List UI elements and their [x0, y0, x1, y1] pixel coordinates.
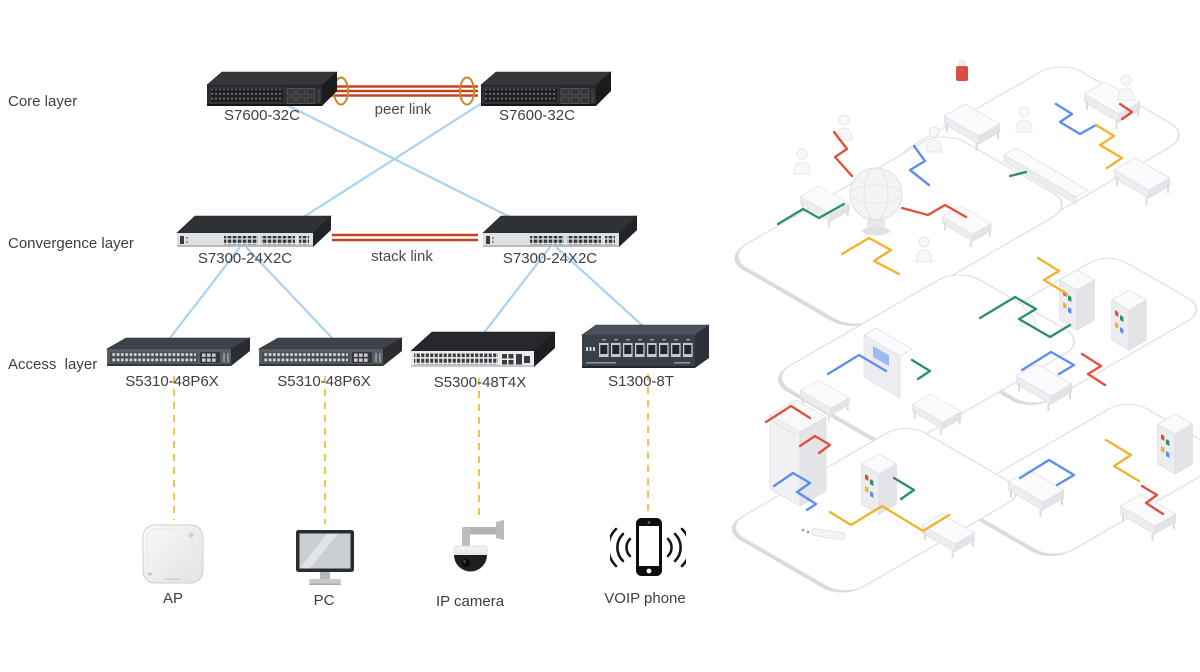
network-cable [1118, 102, 1134, 121]
access-switch-4 [578, 322, 713, 374]
stack-link-label: stack link [371, 248, 433, 265]
endpoint-ap [133, 520, 213, 590]
network-cable [826, 353, 888, 376]
counter-icon [1003, 154, 1077, 205]
network-cable [828, 504, 951, 533]
core-switch-2 [472, 68, 612, 112]
stack-link-lines [332, 233, 478, 242]
network-cable [908, 144, 931, 187]
network-cable [798, 434, 832, 455]
access-switch-1-label: S5310-48P6X [125, 373, 219, 390]
floor-plate [734, 136, 1063, 326]
access-switch-3 [407, 330, 557, 374]
network-cable [772, 471, 818, 512]
endpoint-drop-lines [173, 374, 649, 524]
red-extinguisher-icon [956, 59, 968, 81]
rack-switch-icon [103, 336, 253, 372]
access-switch-4-label: S1300-8T [608, 373, 674, 390]
access-switch-2-label: S5310-48P6X [277, 373, 371, 390]
globe-icon [849, 167, 903, 236]
rack-switch-icon [478, 212, 638, 252]
convergence-switch-1-label: S7300-24X2C [197, 250, 293, 267]
core-switch-2-label: S7600-32C [499, 107, 575, 124]
rack-switch-icon [172, 212, 332, 252]
network-cable [978, 295, 1072, 339]
network-cable [776, 202, 846, 226]
endpoint-pc-label: PC [313, 592, 335, 609]
desktop-switch-icon [578, 322, 713, 374]
network-cable [1054, 102, 1098, 136]
endpoint-ap-label: AP [162, 590, 184, 607]
layer-label-core: Core layer [8, 93, 78, 110]
person-icon [1117, 74, 1135, 101]
network-cable [1008, 170, 1028, 178]
dome-camera-icon [440, 518, 512, 590]
network-cable [1140, 484, 1165, 516]
person-icon [793, 148, 811, 175]
rack-switch-icon [198, 68, 338, 112]
access-switch-3-label: S5300-48T4X [433, 374, 527, 391]
access-switch-1 [103, 336, 253, 372]
endpoint-voip-phone [610, 512, 686, 588]
network-cable [1018, 458, 1076, 487]
network-cable [892, 476, 916, 501]
access-switch-2 [255, 336, 405, 372]
office-floors-illustration [731, 59, 1200, 593]
endpoint-ip-camera [440, 518, 512, 590]
cabinet-icon [1111, 290, 1147, 351]
smartphone-waves-icon [610, 512, 686, 588]
desk-icon [1114, 158, 1171, 206]
peer-link-lines [330, 76, 478, 106]
access-uplink-lines [169, 246, 645, 339]
network-cable [1080, 352, 1107, 387]
core-switch-1 [198, 68, 338, 112]
network-cable [1104, 438, 1141, 483]
wall-screen-icon [873, 346, 889, 367]
network-cable [840, 236, 901, 276]
layer-label-access: Access layer [8, 356, 98, 373]
monitor-icon [290, 526, 360, 590]
network-cables [764, 102, 1165, 533]
endpoint-ip-camera-label: IP camera [435, 593, 505, 610]
layer-label-convergence: Convergence layer [8, 235, 134, 252]
cabinet-icon [1059, 270, 1095, 331]
endpoint-voip-phone-label: VOIP phone [604, 590, 686, 607]
rack-switch-icon [407, 330, 557, 374]
cabinet-icon [1157, 414, 1193, 475]
network-cable [1036, 256, 1069, 296]
peer-link-ring-icon [459, 76, 475, 106]
network-cable [764, 404, 812, 424]
peer-link-label: peer link [374, 101, 432, 118]
endpoint-pc [290, 526, 360, 590]
core-switch-1-label: S7600-32C [224, 107, 300, 124]
convergence-switch-2-label: S7300-24X2C [502, 250, 598, 267]
access-point-icon [133, 520, 213, 590]
network-cable [900, 203, 968, 219]
cabinet-icon [861, 454, 897, 515]
core-uplink-lines [282, 102, 513, 219]
network-cable [832, 130, 854, 178]
convergence-switch-2 [478, 212, 638, 252]
network-cable [1020, 350, 1076, 376]
power-strip-icon [801, 528, 846, 541]
network-cable [910, 358, 932, 381]
convergence-switch-1 [172, 212, 332, 252]
network-cable [1094, 123, 1124, 170]
rack-switch-icon [472, 68, 612, 112]
rack-switch-icon [255, 336, 405, 372]
